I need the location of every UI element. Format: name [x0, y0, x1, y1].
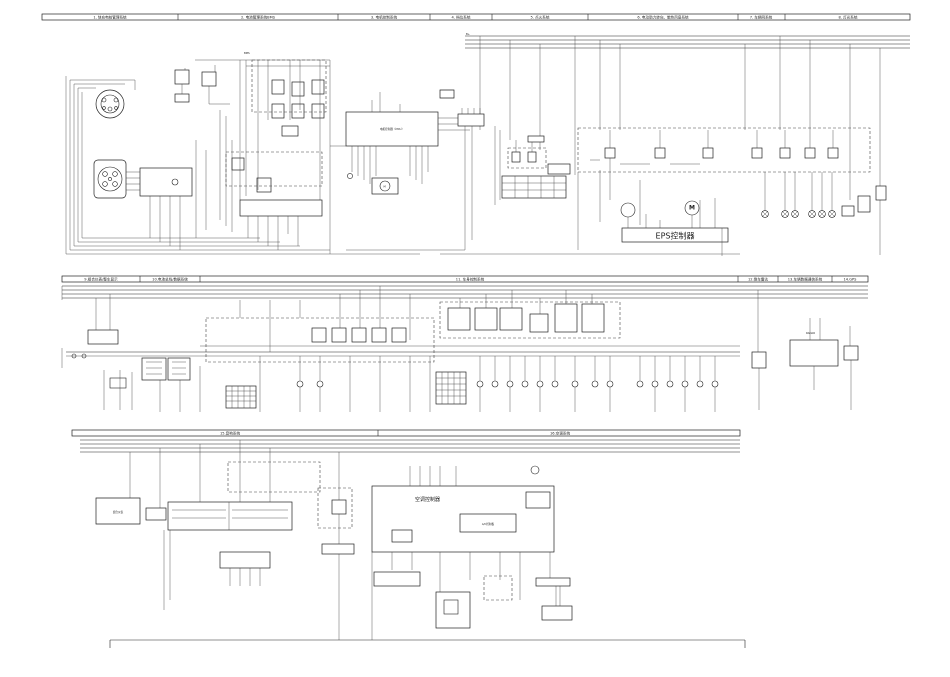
row2-circuits: RADAR	[61, 285, 868, 412]
row1-header-5: 5. 点火系统	[531, 15, 550, 20]
row1-header-6: 6. 电动助力转向、散热风扇系统	[637, 15, 689, 20]
row2-header-6: 14.GPS	[844, 278, 858, 282]
row2-header-4: 12.倒车雷达	[748, 277, 768, 282]
obc-box	[139, 167, 193, 197]
svg-text:RADAR: RADAR	[806, 331, 815, 335]
row2-output-lamps	[296, 380, 719, 388]
row1-header-2: 2. 电池管理系统BMS	[241, 15, 276, 20]
row1-circuits: B+	[65, 32, 910, 256]
eps-controller-box	[621, 227, 729, 243]
row2-header-bar: 9.组合仪表/整车显示 10.电池总线/数据系统 11. 车身控制系统 12.倒…	[61, 275, 869, 283]
ac-module-box	[459, 513, 517, 533]
row2-header-1: 9.组合仪表/整车显示	[84, 277, 118, 282]
audio-connector-block	[167, 501, 293, 531]
row1-header-4: 4. 档位系统	[452, 15, 471, 20]
row2-header-2: 10.电池总线/数据系统	[152, 277, 188, 282]
ac-module-label: A/C控制板	[482, 522, 495, 526]
eps-controller-label: EPS控制器	[656, 231, 695, 241]
row2-header-5: 13.车辆数据通信系统	[788, 277, 823, 282]
row1-header-3: 3. 电机控制系统	[371, 15, 398, 20]
lamp-symbols	[761, 172, 887, 218]
svg-text:BMS: BMS	[244, 51, 250, 55]
ignition-switch-table	[501, 175, 567, 199]
row3-header-1: 15.音响系统	[220, 431, 240, 436]
bms-connector	[239, 199, 323, 217]
charge-port-dc	[93, 159, 127, 199]
row1-header-8: 8. 灯光系统	[839, 15, 858, 20]
row2-header-3: 11. 车身控制系统	[456, 277, 485, 282]
row1-header-bar: 1. 快充电桩管理系统 2. 电池管理系统BMS 3. 电机控制系统 4. 档位…	[41, 13, 911, 21]
charge-port-ac	[95, 89, 125, 119]
motor-controller-box	[345, 111, 439, 147]
motor-controller-label: 电机控制器（MCU）	[380, 127, 404, 131]
connector-table-1	[225, 385, 257, 409]
row1-header-1: 1. 快充电桩管理系统	[93, 15, 127, 20]
row1-header-7: 7. 车辆网系统	[750, 15, 773, 20]
connector-table-2	[435, 371, 467, 405]
svg-text:B+: B+	[466, 32, 470, 36]
instrument-cluster-box	[95, 497, 141, 525]
row3-circuits: 组合仪表 空调控制器 A/C控制板	[80, 439, 746, 648]
instrument-label: 组合仪表	[113, 510, 124, 514]
ac-controller-label: 空调控制器	[415, 496, 440, 503]
row3-header-2: 16.空调系统	[550, 431, 570, 436]
svg-text:M: M	[384, 185, 386, 189]
speaker-connector	[219, 551, 271, 569]
svg-text:M: M	[689, 205, 695, 212]
row3-header-bar: 15.音响系统 16.空调系统	[71, 429, 741, 437]
